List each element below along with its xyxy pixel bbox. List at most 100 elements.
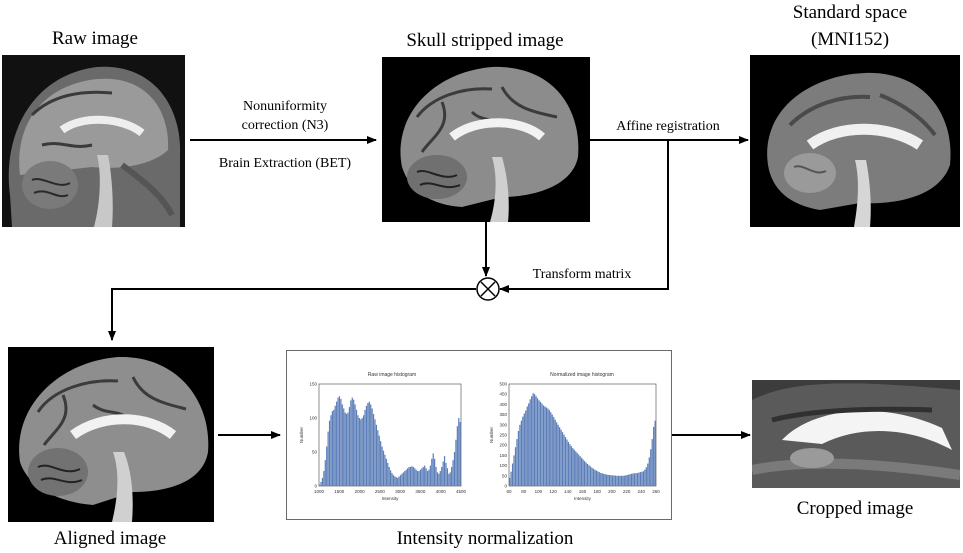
norm-hist-bar xyxy=(600,472,602,486)
norm-hist-y-axis-label: Number xyxy=(489,427,494,444)
norm-hist-y-tick-label: 250 xyxy=(499,433,507,438)
norm-hist-bar xyxy=(625,475,627,486)
raw-hist-bar xyxy=(436,472,439,486)
raw-hist-y-axis-label: Number xyxy=(299,427,304,444)
norm-hist-bar xyxy=(525,410,527,486)
raw-hist-bar xyxy=(382,450,385,486)
norm-hist-x-tick-label: 160 xyxy=(579,489,587,494)
raw-hist-bar xyxy=(428,469,430,486)
raw-hist-bar xyxy=(415,469,417,486)
norm-hist-bar xyxy=(536,398,539,486)
raw-hist-x-tick-label: 4500 xyxy=(456,489,467,494)
raw-hist-bar xyxy=(384,454,386,486)
norm-hist-y-tick-label: 150 xyxy=(499,453,507,458)
raw-hist-bar xyxy=(429,465,431,486)
raw-hist-bar xyxy=(360,419,362,486)
raw-hist-bar xyxy=(399,475,402,486)
raw-hist-x-axis-label: Intensity xyxy=(382,496,400,501)
raw-hist-bar xyxy=(340,398,342,486)
raw-hist-x-tick-label: 4000 xyxy=(436,489,447,494)
norm-hist-bar xyxy=(620,475,622,486)
raw-hist-bar xyxy=(392,475,395,486)
norm-hist-bar xyxy=(532,393,534,486)
raw-hist-x-tick-label: 1500 xyxy=(334,489,345,494)
norm-hist-bar xyxy=(604,474,606,486)
line-affine-to-operator xyxy=(499,140,669,293)
raw-hist-bar xyxy=(375,424,378,486)
raw-hist-bar xyxy=(414,468,416,486)
norm-hist-bar xyxy=(642,471,645,486)
norm-hist-bar xyxy=(608,474,611,486)
norm-hist-bar xyxy=(598,472,600,486)
raw-hist-bar xyxy=(368,401,370,486)
raw-hist-x-tick-label: 1000 xyxy=(314,489,325,494)
norm-hist-bar xyxy=(523,413,525,486)
norm-hist-bar xyxy=(528,403,530,486)
raw-hist-bar xyxy=(327,431,329,486)
raw-hist-bar xyxy=(432,453,434,486)
norm-hist-bar xyxy=(556,422,558,486)
norm-hist-bar xyxy=(648,457,650,486)
norm-hist-bar xyxy=(613,475,615,486)
raw-hist-bar xyxy=(442,461,444,486)
norm-hist-bar xyxy=(606,474,608,486)
norm-hist-y-tick-label: 350 xyxy=(499,412,507,417)
raw-hist-bar xyxy=(351,397,353,486)
raw-hist-bar xyxy=(409,466,412,486)
norm-hist-y-tick-label: 400 xyxy=(499,402,507,407)
raw-hist-bar xyxy=(336,401,338,486)
norm-hist-bar xyxy=(557,424,559,486)
raw-hist-bar xyxy=(370,404,372,486)
norm-hist-bar xyxy=(519,424,521,486)
raw-hist-bar xyxy=(445,462,447,486)
norm-hist-bar xyxy=(597,471,599,486)
skull-stripped-title: Skull stripped image xyxy=(406,30,564,51)
norm-hist-bar xyxy=(623,475,625,486)
norm-hist-bar xyxy=(633,473,636,486)
norm-hist-bar xyxy=(576,452,578,486)
norm-hist-bar xyxy=(651,439,653,486)
raw-hist-bar xyxy=(365,405,368,486)
norm-hist-bar xyxy=(541,403,543,486)
raw-hist-bar xyxy=(344,412,346,486)
standard-space-subtitle: (MNI152) xyxy=(810,29,890,50)
raw-hist-bar xyxy=(453,452,456,486)
norm-hist-x-tick-label: 120 xyxy=(549,489,557,494)
raw-hist-bar xyxy=(323,471,325,486)
norm-hist-bar xyxy=(638,472,640,486)
norm-hist-bar xyxy=(631,473,633,486)
norm-hist-bar xyxy=(535,396,537,486)
raw-hist-bar xyxy=(425,468,427,486)
norm-hist-bar xyxy=(545,407,547,486)
raw-hist-bar xyxy=(330,415,332,486)
norm-hist-bar xyxy=(614,475,617,486)
raw-hist-bar xyxy=(358,418,360,486)
raw-hist-bar xyxy=(438,473,440,486)
norm-hist-y-tick-label: 50 xyxy=(502,473,508,478)
norm-hist-bar xyxy=(548,410,550,486)
norm-hist-x-tick-label: 60 xyxy=(506,489,512,494)
norm-hist-bar xyxy=(641,471,643,486)
raw-hist-bar xyxy=(381,446,383,486)
norm-hist-bar xyxy=(653,426,655,486)
norm-hist-bar xyxy=(529,399,531,486)
transform-matrix-label: Transform matrix xyxy=(532,267,632,282)
norm-hist-bar xyxy=(566,439,568,486)
raw-hist-bar xyxy=(385,458,387,486)
n3-label-line2: correction (N3) xyxy=(241,118,329,133)
norm-hist-bar xyxy=(570,446,572,486)
norm-hist-bar xyxy=(635,473,637,486)
raw-hist-bar xyxy=(324,460,326,486)
norm-hist-bar xyxy=(588,465,590,486)
norm-hist-bar xyxy=(513,455,515,486)
raw-hist-bar xyxy=(377,430,379,486)
norm-hist-x-tick-label: 100 xyxy=(535,489,543,494)
norm-hist-bar xyxy=(572,448,574,486)
norm-hist-bar xyxy=(510,471,512,486)
norm-hist-bar xyxy=(589,466,592,486)
norm-hist-x-axis-label: Intensity xyxy=(574,496,592,501)
raw-hist-bar xyxy=(350,400,352,486)
norm-hist-bar xyxy=(601,473,603,486)
